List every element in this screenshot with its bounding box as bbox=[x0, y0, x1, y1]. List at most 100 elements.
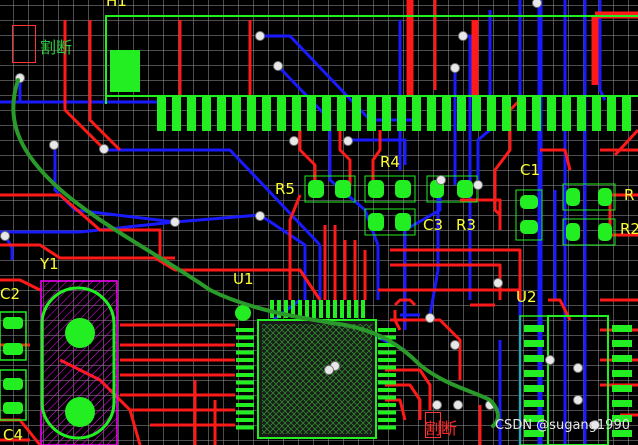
via bbox=[453, 400, 463, 410]
u1-pin-top bbox=[270, 300, 274, 318]
u1-pin-top bbox=[312, 300, 316, 318]
h1-pin bbox=[562, 95, 571, 131]
cut-mark-box-top bbox=[12, 25, 36, 63]
h1-pin bbox=[232, 95, 241, 131]
u1-pin-left bbox=[236, 395, 254, 400]
label-c1: C1 bbox=[520, 161, 541, 179]
c2-c4-capacitors[interactable] bbox=[0, 311, 27, 421]
u2-pin-left bbox=[524, 400, 544, 407]
label-c3: C3 bbox=[423, 216, 444, 234]
via bbox=[170, 217, 180, 227]
u1-pin-right bbox=[378, 395, 396, 400]
u2-pin-left bbox=[524, 430, 544, 437]
label-r4: R4 bbox=[380, 153, 400, 171]
u1-pin-top bbox=[354, 300, 358, 318]
u1-pin-left bbox=[236, 373, 254, 377]
u1-pin-right bbox=[378, 425, 396, 430]
u1-pin-top bbox=[347, 300, 351, 318]
u1-pin-right bbox=[378, 373, 396, 377]
h1-pin bbox=[517, 95, 526, 131]
u1-chip[interactable] bbox=[235, 305, 377, 439]
via bbox=[289, 136, 299, 146]
h1-pin bbox=[262, 95, 271, 131]
h1-pin bbox=[277, 95, 286, 131]
h1-pin bbox=[157, 95, 166, 131]
h1-pin bbox=[367, 95, 376, 131]
via bbox=[573, 363, 583, 373]
u1-pin-left bbox=[236, 425, 254, 430]
h1-pin bbox=[247, 95, 256, 131]
h1-pin bbox=[337, 95, 346, 131]
u2-pin-right bbox=[612, 385, 632, 392]
u1-pin-right bbox=[378, 343, 396, 347]
via bbox=[255, 211, 265, 221]
u1-pin-left bbox=[236, 358, 254, 362]
via bbox=[99, 144, 109, 154]
u1-pin-top bbox=[291, 300, 295, 318]
label-c4: C4 bbox=[3, 426, 24, 444]
watermark: CSDN @sugang1990 bbox=[494, 418, 630, 433]
via bbox=[458, 31, 468, 41]
label-r-edge: R bbox=[624, 186, 635, 204]
u1-pin-top bbox=[284, 300, 288, 318]
u1-pin-left bbox=[236, 418, 254, 422]
u2-chip[interactable] bbox=[519, 315, 609, 445]
h1-pin bbox=[187, 95, 196, 131]
u1-pin-right bbox=[378, 358, 396, 362]
cut-mark-bottom: 割断 bbox=[425, 419, 458, 438]
u2-pin-array bbox=[524, 325, 632, 437]
h1-pin bbox=[172, 95, 181, 131]
u1-pin-right bbox=[378, 350, 396, 355]
h1-pin bbox=[577, 95, 586, 131]
u2-pin-left bbox=[524, 415, 544, 422]
h1-pin bbox=[382, 95, 391, 131]
via bbox=[590, 420, 600, 430]
u2-pin-left bbox=[524, 385, 544, 392]
u2-pin-right bbox=[612, 340, 632, 347]
h1-mount-pad bbox=[110, 50, 140, 92]
u2-pin-left bbox=[524, 355, 544, 362]
cut-mark-box-bottom bbox=[425, 412, 441, 438]
via bbox=[49, 140, 59, 150]
u1-pin-top bbox=[305, 300, 309, 318]
u1-pin-left bbox=[236, 343, 254, 347]
h1-pin bbox=[502, 95, 511, 131]
cut-mark-top-left: 割断 bbox=[40, 38, 73, 57]
u1-pin-left bbox=[236, 403, 254, 407]
via bbox=[273, 61, 283, 71]
via bbox=[425, 313, 435, 323]
h1-pin bbox=[457, 95, 466, 131]
via bbox=[493, 278, 503, 288]
u1-pin-top bbox=[326, 300, 330, 318]
via bbox=[436, 175, 446, 185]
label-u1: U1 bbox=[233, 270, 254, 288]
label-h1: H1 bbox=[106, 0, 127, 10]
u1-pin-left bbox=[236, 328, 254, 332]
u1-pin-left bbox=[236, 410, 254, 415]
u1-pin-top bbox=[333, 300, 337, 318]
h1-pin bbox=[427, 95, 436, 131]
u1-pin-left bbox=[236, 350, 254, 355]
label-c2: C2 bbox=[0, 285, 21, 303]
u1-pin-left bbox=[236, 335, 254, 340]
via bbox=[324, 365, 334, 375]
via bbox=[532, 0, 542, 8]
h1-pin bbox=[442, 95, 451, 131]
h1-connector[interactable] bbox=[105, 15, 638, 104]
u2-pin-left bbox=[524, 325, 544, 332]
top-copper-bus bbox=[406, 0, 638, 95]
via bbox=[0, 231, 10, 241]
via bbox=[450, 63, 460, 73]
passive-pads bbox=[304, 175, 616, 246]
h1-pin bbox=[607, 95, 616, 131]
vias bbox=[0, 0, 600, 430]
u1-pin-array bbox=[236, 300, 396, 430]
u2-pin-right bbox=[612, 325, 632, 332]
h1-pin bbox=[307, 95, 316, 131]
u1-pin-top bbox=[277, 300, 281, 318]
y1-crystal[interactable] bbox=[40, 280, 118, 445]
label-r2: R2 bbox=[620, 220, 638, 238]
